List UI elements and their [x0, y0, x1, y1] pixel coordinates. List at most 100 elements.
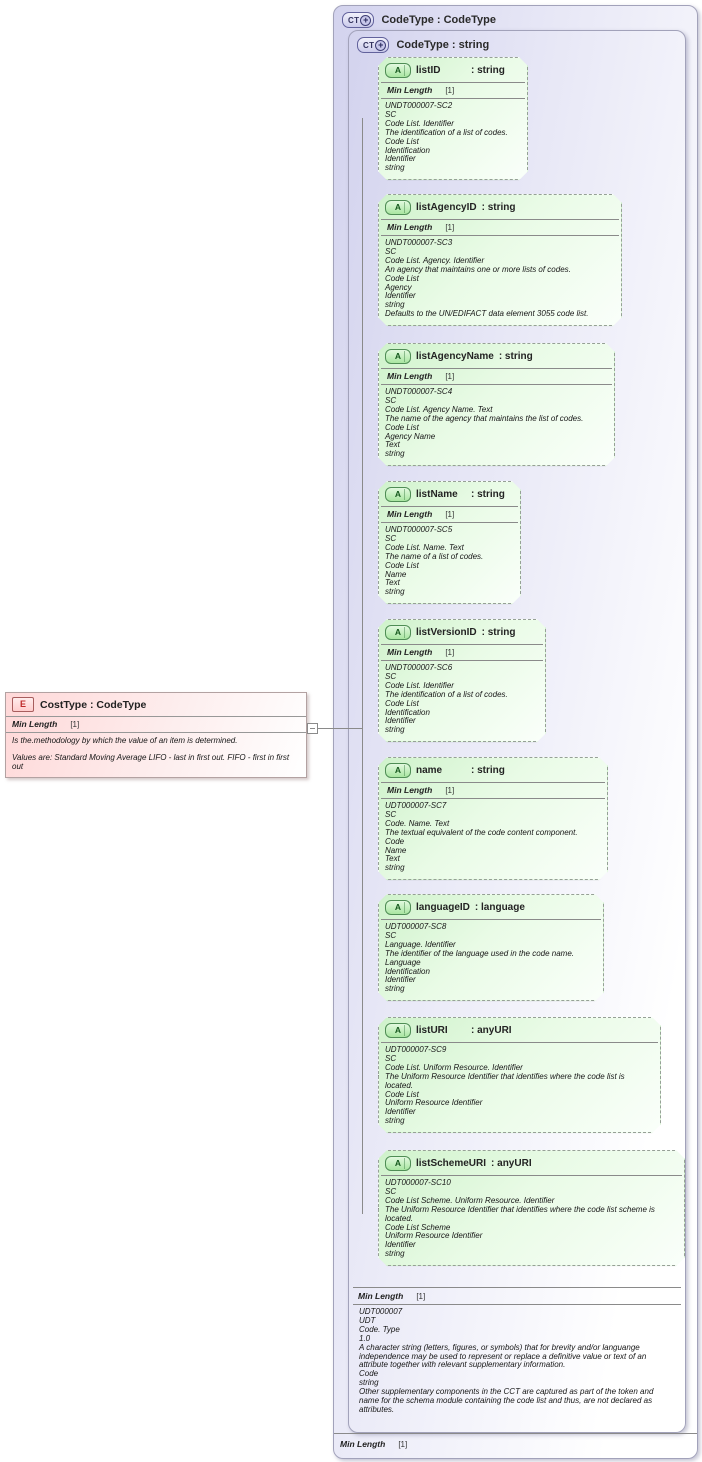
facet-label: Min Length [358, 1291, 404, 1301]
facet-label: Min Length [387, 647, 433, 657]
attribute-list: A listID string Min Length [1] UNDT00000… [349, 31, 685, 1432]
attribute-box-listName[interactable]: A listName string Min Length [1] UNDT000… [378, 481, 521, 604]
plus-icon[interactable]: + [375, 39, 387, 51]
facet-label: Min Length [387, 509, 433, 519]
divider [381, 368, 612, 369]
divider [381, 219, 619, 220]
facet-value: [1] [445, 648, 455, 657]
inner-title: CodeType : string [396, 39, 490, 51]
outer-facet-row: Min Length [1] [334, 1433, 697, 1458]
attribute-facet-row: Min Length [1] [381, 83, 525, 99]
attribute-name: name [416, 765, 443, 776]
attribute-box-languageID[interactable]: A languageID language UDT000007-SC8SCLan… [378, 894, 604, 1001]
attribute-header: A listSchemeURI anyURI [379, 1151, 684, 1175]
facet-value: [1] [70, 720, 80, 729]
attribute-trunk-line [362, 118, 363, 1214]
attribute-icon: A [385, 487, 411, 502]
divider [381, 1175, 682, 1176]
attribute-name: listAgencyID [416, 202, 477, 213]
attribute-name: languageID [416, 902, 470, 913]
attribute-header: A listAgencyID string [379, 195, 621, 219]
element-box-costtype[interactable]: E CostType : CodeType Min Length [1] Is … [5, 692, 307, 778]
attribute-icon: A [385, 1156, 411, 1171]
attribute-type: anyURI [491, 1158, 532, 1169]
facet-value: [1] [445, 372, 455, 381]
attribute-name: listSchemeURI [416, 1158, 487, 1169]
divider [381, 919, 601, 920]
outer-header: CT+ CodeType : CodeType [334, 6, 697, 32]
attribute-box-listVersionID[interactable]: A listVersionID string Min Length [1] UN… [378, 619, 546, 742]
facet-label: Min Length [12, 719, 58, 729]
attribute-type: anyURI [471, 1025, 512, 1036]
attribute-header: A listID string [379, 58, 527, 82]
attribute-type: string [471, 65, 505, 76]
complextype-icon-label: CT [348, 15, 360, 25]
facet-value: [1] [445, 786, 455, 795]
attribute-header: A listURI anyURI [379, 1018, 660, 1042]
divider [381, 82, 525, 83]
attribute-box-listAgencyID[interactable]: A listAgencyID string Min Length [1] UND… [378, 194, 622, 326]
element-title: CostType : CodeType [40, 698, 147, 711]
attribute-name: listName [416, 489, 458, 500]
attribute-type: string [471, 765, 505, 776]
element-annotation: Is the.methodology by which the value of… [12, 736, 290, 771]
complextype-box-codetype-outer[interactable]: CT+ CodeType : CodeType CT+ CodeType : s… [333, 5, 698, 1459]
inner-facet-row: Min Length [1] [353, 1287, 681, 1305]
attribute-name: listID [416, 65, 441, 76]
complextype-box-codetype-inner[interactable]: CT+ CodeType : string A listID string Mi… [348, 30, 686, 1433]
facet-label: Min Length [387, 371, 433, 381]
facet-value: [1] [445, 510, 455, 519]
attribute-icon: A [385, 1023, 411, 1038]
attribute-icon: A [385, 349, 411, 364]
attribute-type: string [482, 627, 516, 638]
attribute-type: language [475, 902, 525, 913]
attribute-box-listSchemeURI[interactable]: A listSchemeURI anyURI UDT000007-SC10SCC… [378, 1150, 685, 1266]
complextype-icon-label: CT [363, 40, 375, 50]
attribute-icon: A [385, 200, 411, 215]
element-header: E CostType : CodeType [6, 693, 306, 716]
facet-label: Min Length [387, 85, 433, 95]
facet-label: Min Length [387, 222, 433, 232]
attribute-icon: A [385, 63, 411, 78]
collapse-toggle[interactable] [307, 723, 318, 734]
attribute-facet-row: Min Length [1] [381, 369, 612, 385]
complextype-icon[interactable]: CT+ [342, 12, 375, 28]
attribute-icon: A [385, 900, 411, 915]
divider [381, 1042, 658, 1043]
attribute-header: A listName string [379, 482, 520, 506]
facet-value: [1] [445, 223, 455, 232]
attribute-header: A name string [379, 758, 607, 782]
attribute-header: A listVersionID string [379, 620, 545, 644]
element-icon: E [12, 697, 34, 712]
attribute-box-listAgencyName[interactable]: A listAgencyName string Min Length [1] U… [378, 343, 615, 466]
attribute-facet-row: Min Length [1] [381, 507, 518, 523]
attribute-facet-row: Min Length [1] [381, 783, 605, 799]
attribute-facet-row: Min Length [1] [381, 220, 619, 236]
attribute-header: A listAgencyName string [379, 344, 614, 368]
facet-label: Min Length [340, 1439, 386, 1449]
divider [381, 506, 518, 507]
element-type-connector-line [317, 728, 362, 729]
attribute-box-listID[interactable]: A listID string Min Length [1] UNDT00000… [378, 57, 528, 180]
attribute-name: listVersionID [416, 627, 477, 638]
attribute-icon: A [385, 763, 411, 778]
plus-icon[interactable]: + [360, 14, 372, 26]
outer-title: CodeType : CodeType [381, 14, 496, 26]
attribute-box-name[interactable]: A name string Min Length [1] UDT000007-S… [378, 757, 608, 880]
element-facet-row: Min Length [1] [6, 716, 306, 733]
divider [381, 782, 605, 783]
facet-label: Min Length [387, 785, 433, 795]
attribute-icon: A [385, 625, 411, 640]
complextype-icon[interactable]: CT+ [357, 37, 390, 53]
attribute-header: A languageID language [379, 895, 603, 919]
